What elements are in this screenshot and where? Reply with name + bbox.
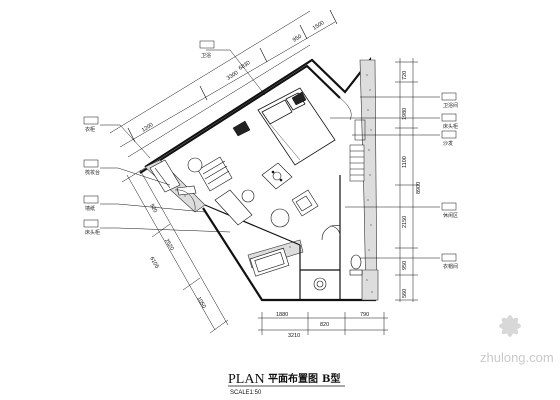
dim-left-3: 1050 [195, 296, 206, 310]
dim-right-5: 560 [402, 289, 408, 298]
callout-left-boxes [83, 40, 215, 228]
dim-top [109, 10, 336, 158]
callout-left-3: 墙纸 [85, 205, 95, 212]
dim-right-total: 8900 [416, 182, 422, 194]
dim-left-1: 2520 [163, 238, 174, 252]
dim-right-0: 720 [402, 71, 408, 80]
callout-left-2: 梳妆台 [85, 169, 100, 176]
dim-top-2: 1200 [141, 122, 155, 134]
plan-title: PLAN [228, 372, 265, 387]
dim-right [395, 58, 418, 302]
wardrobe [349, 119, 366, 182]
leader-lines-left [100, 49, 266, 233]
leader-lines-right [330, 96, 440, 259]
plan-type: B型 [322, 372, 340, 385]
callout-right-1: 床头柜 [443, 123, 458, 130]
watermark-logo-icon [499, 315, 521, 337]
dim-bottom-2: 790 [360, 312, 369, 318]
dim-right-2: 1100 [402, 156, 408, 168]
callout-left-4: 床头柜 [85, 229, 100, 236]
door-swing [174, 97, 352, 211]
dim-right-4: 950 [402, 261, 408, 270]
dim-bottom-total: 3210 [288, 333, 300, 339]
rug [261, 162, 293, 190]
dim-bottom-0: 1880 [276, 312, 288, 318]
callout-right-boxes [441, 92, 457, 262]
dim-right-3: 2150 [402, 216, 408, 228]
dim-top-3: 950 [292, 34, 303, 44]
callout-right-4: 衣帽间 [443, 263, 458, 270]
callout-left-0: 卫浴 [201, 52, 211, 59]
bathroom-fixtures [249, 225, 363, 291]
dim-right-1: 1980 [402, 108, 408, 120]
dim-top-1: 3300 [226, 70, 240, 82]
dim-bottom [258, 312, 388, 335]
dim-top-4: 1500 [312, 20, 326, 32]
dim-left [121, 167, 229, 334]
plan-scale: SCALE1:50 [230, 390, 262, 396]
watermark-text: zhulong.com [480, 350, 554, 365]
sofa-group [214, 189, 319, 228]
callout-left-1: 衣柜 [85, 126, 95, 133]
chair [176, 157, 203, 196]
callout-right-3: 休闲区 [443, 212, 458, 219]
callout-right-2: 沙发 [443, 140, 453, 147]
vanity-desk [149, 156, 233, 193]
callout-right-0: 卫浴间 [443, 102, 458, 109]
dim-left-0: 6105 [148, 256, 159, 270]
wall-dots [154, 74, 373, 293]
plan-title-cn: 平面布置图 [268, 372, 318, 385]
dim-top-ticks [127, 9, 338, 143]
nightstand [232, 91, 307, 137]
dim-top-0: 6830 [238, 60, 252, 72]
dim-bottom-1: 820 [320, 322, 329, 328]
dim-left-2: 920 [148, 203, 158, 214]
